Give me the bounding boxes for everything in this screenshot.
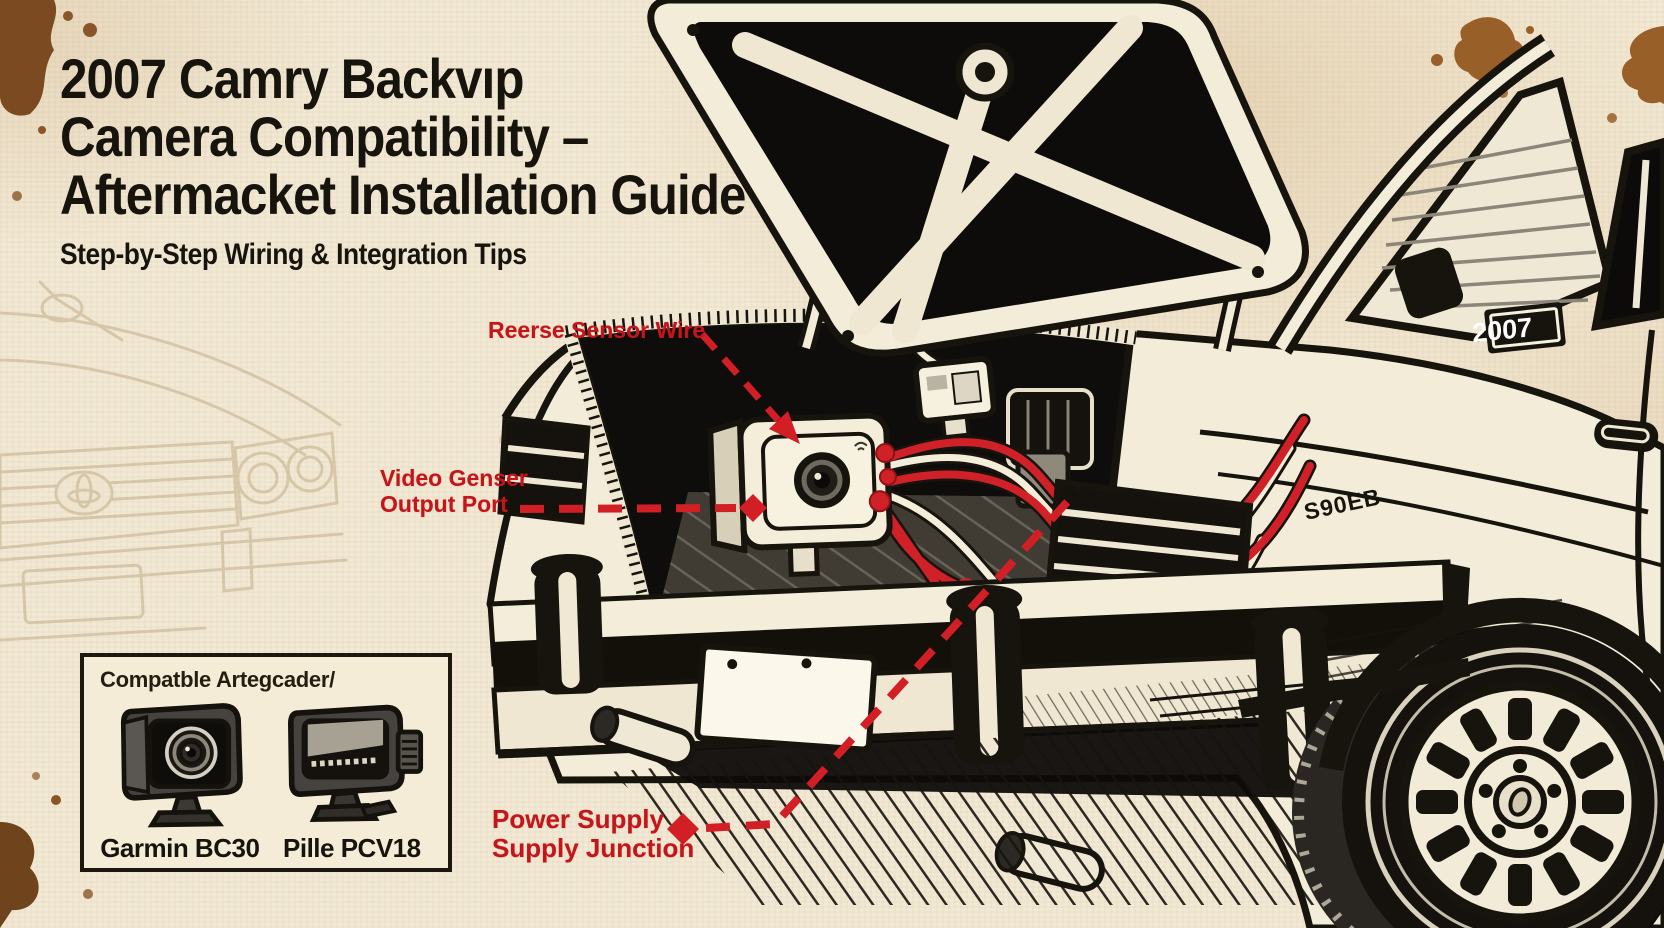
power-plug — [912, 355, 997, 449]
fender-arch — [1319, 597, 1664, 771]
callout-video-line-1: Video Genser — [380, 465, 528, 491]
lid-braces — [732, 15, 1265, 343]
camera-port-dot — [878, 467, 897, 486]
callout-reverse-sensor-wire: Reerse Sensor Wire — [488, 317, 706, 344]
sketch-bumper — [0, 532, 348, 588]
bumper-guard — [946, 584, 1025, 765]
callout-leaders — [519, 331, 1081, 845]
side-connector — [395, 729, 423, 774]
year-badge-text: 2007 — [1472, 312, 1533, 348]
list-item: Garmin BC30 — [100, 695, 260, 864]
side-window — [1591, 137, 1664, 331]
screen-glare — [307, 719, 383, 757]
camera-port-dot — [875, 443, 896, 464]
title-line-3: Aftermacket Installation Guide — [60, 163, 746, 226]
bumper-guard — [530, 553, 604, 695]
camera-name: Garmin BC30 — [100, 833, 260, 863]
diamond-marker-icon — [667, 813, 699, 845]
screen-glyphs — [311, 757, 378, 767]
lug-nuts — [1478, 759, 1562, 839]
toyota-emblem-icon — [54, 470, 114, 516]
license-plate — [694, 643, 878, 753]
callout-power-supply-junction: Power Supply Supply Junction — [492, 804, 695, 864]
exhaust-pipe-left — [590, 705, 696, 768]
tail-light-left — [497, 415, 591, 525]
diamond-marker-icon — [739, 494, 767, 522]
compatible-cameras-box: Compatble Artegcader/ Garmin BC30 — [80, 653, 452, 872]
headrest — [1394, 247, 1464, 319]
year-badge: 2007 — [1472, 302, 1566, 354]
reverse-sensor-leader — [699, 331, 800, 444]
camera-illustration-garmin — [120, 703, 243, 828]
callout-video-output-port: Video Genser Output Port — [380, 465, 528, 518]
sketch-license-plate — [21, 563, 145, 625]
callout-power-line-1: Power Supply — [492, 804, 664, 834]
callout-reverse-text: Reerse Sensor Wire — [488, 317, 706, 343]
camera-port-dot — [868, 490, 891, 513]
rear-window-assembly — [1268, 34, 1664, 701]
title-line-1: 2007 Camry Backvıp — [60, 47, 524, 110]
trunk-lid — [647, 0, 1309, 357]
title-block: 2007 Camry Backvıp Camera Compatibility … — [60, 50, 746, 272]
sketch-headlight-housing — [233, 431, 339, 521]
rear-wheel — [1238, 597, 1664, 928]
camera-illustration-pille — [287, 704, 423, 822]
sketch-grille — [0, 440, 240, 550]
door-handle — [1594, 418, 1659, 452]
rocker-trim — [1238, 658, 1470, 718]
camera-unit — [707, 412, 897, 577]
sketch-mirror — [40, 293, 84, 323]
power-junction-leader — [667, 487, 1081, 845]
hub-emblem-icon — [1508, 787, 1532, 817]
compatible-box-row: Garmin BC30 Pille PCV18 — [84, 693, 448, 864]
signal-icon — [854, 441, 868, 451]
reflection-lines — [1321, 598, 1563, 680]
arrowhead-icon — [769, 411, 800, 444]
callout-video-line-2: Output Port — [380, 490, 508, 517]
stain-top-left — [0, 0, 97, 201]
list-item: Pille PCV18 — [272, 695, 432, 864]
video-output-leader — [519, 494, 767, 522]
subtitle: Step-by-Step Wiring & Integration Tips — [60, 238, 527, 271]
camera-name: Pille PCV18 — [283, 833, 421, 863]
rim-slots — [1416, 698, 1624, 906]
compatible-box-header: Compatble Artegcader/ — [100, 667, 335, 692]
title-line-2: Camera Compatibility – — [60, 105, 589, 168]
callout-power-line-2: Supply Junction — [492, 833, 695, 864]
